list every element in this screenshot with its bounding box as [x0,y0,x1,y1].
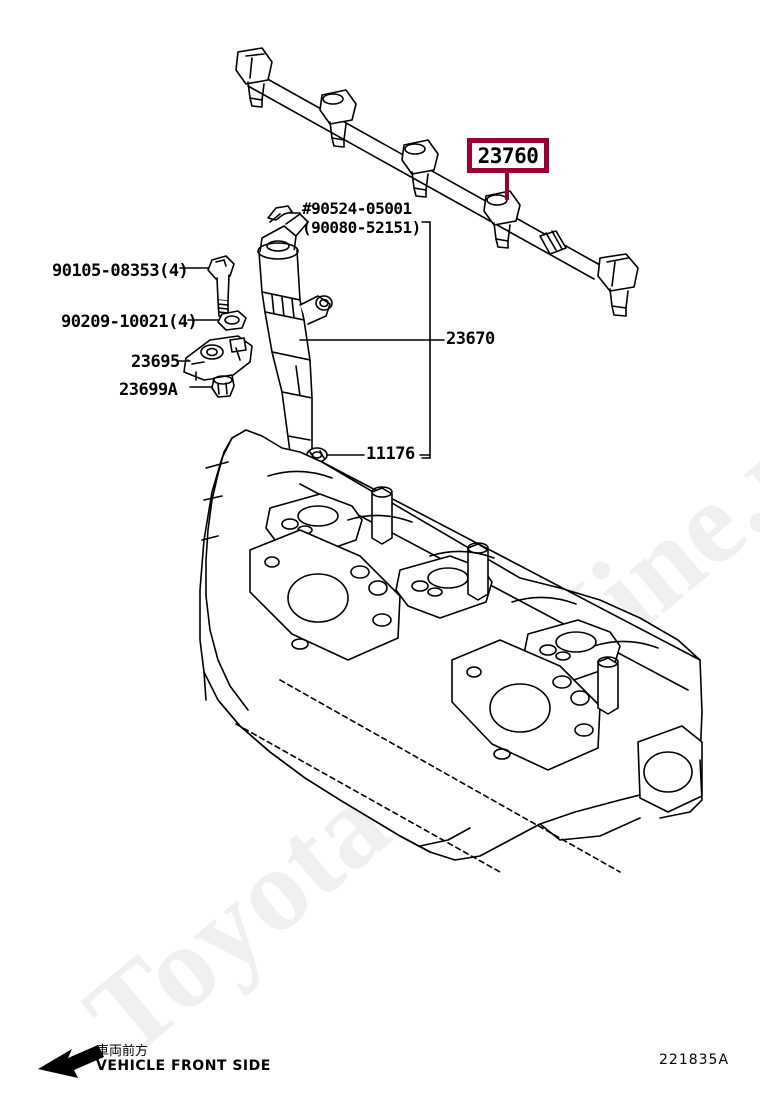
label-injector: 23670 [446,329,495,349]
label-seal-ring: 11176 [366,444,415,464]
label-plug: 23699A [119,380,178,400]
plug-illustration [211,374,235,398]
vehicle-front-arrow [38,1045,104,1078]
fuel-rail-illustration [235,47,639,317]
label-retainer-clip-secondary: (90080-52151) [302,218,421,237]
leader-lines [177,212,445,459]
nut-illustration [217,310,247,331]
injector-clamp-illustration [183,335,253,381]
label-retainer-clip-primary: #90524-05001 [302,199,412,218]
cylinder-head-illustration [199,429,703,873]
highlighted-part-number-box[interactable]: 23760 [467,138,549,173]
vehicle-front-label-english: VEHICLE FRONT SIDE [96,1058,271,1074]
diagram-code: 221835A [659,1052,730,1068]
vehicle-front-label-japanese: 車両前方 [96,1044,149,1059]
retainer-clip-illustration [267,205,293,223]
fuel-injector-illustration [257,213,333,506]
label-bolt: 90105-08353(4) [52,261,189,281]
highlighted-part-number: 23760 [477,143,539,168]
label-injector-clamp: 23695 [131,352,180,372]
label-nut: 90209-10021(4) [61,312,198,332]
